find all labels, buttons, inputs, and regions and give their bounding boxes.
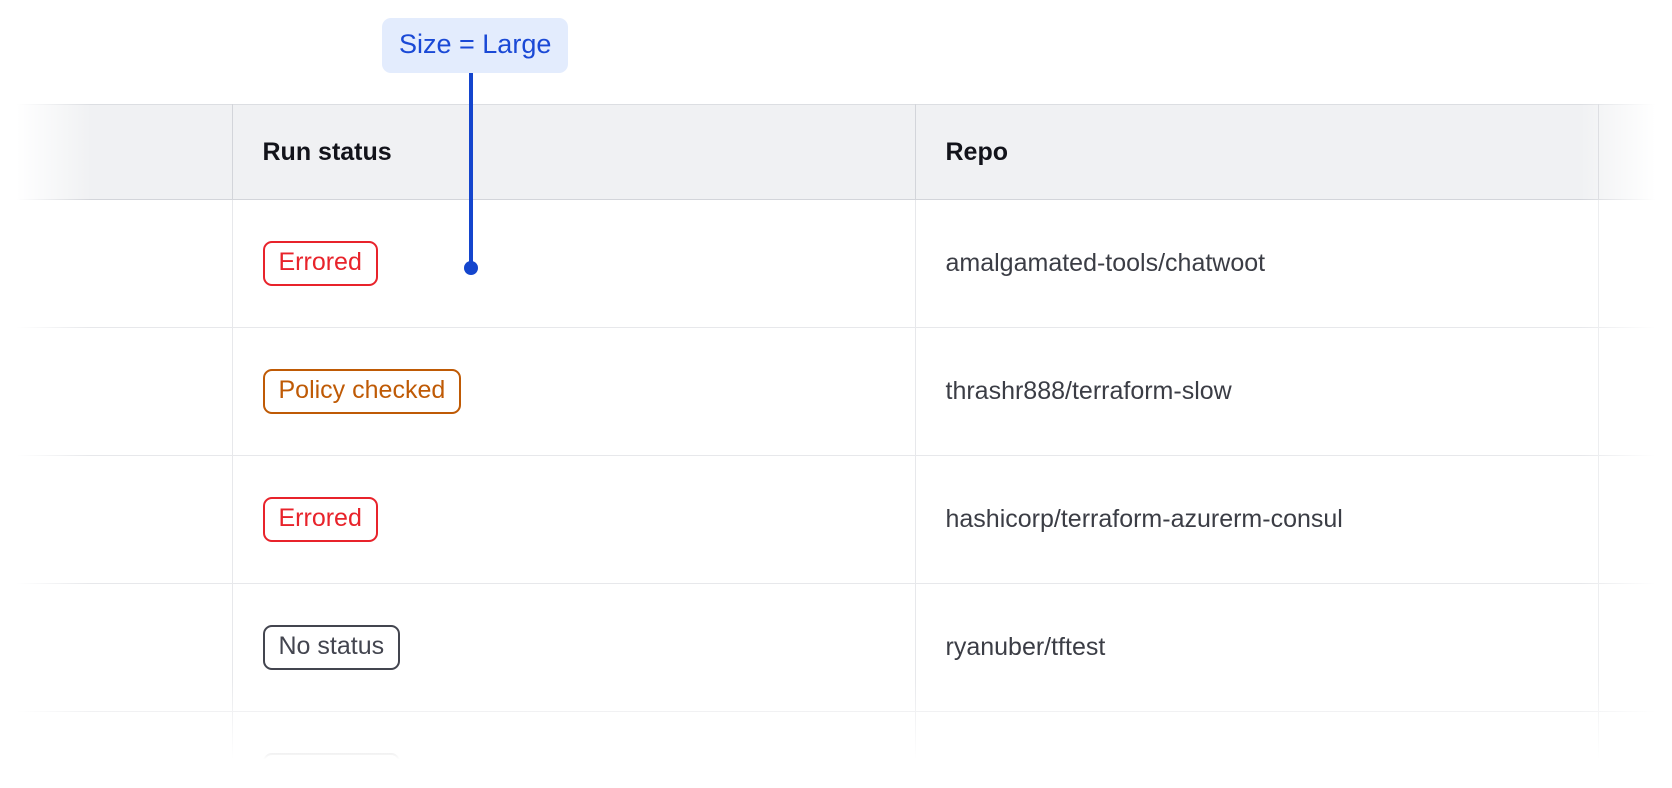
repo-cell[interactable]: ashrajagopal/random_net_generator [915, 711, 1599, 788]
column-header-repo[interactable]: Repo [915, 104, 1599, 200]
table-row[interactable]: Errored amalgamated-tools/chatwoot [0, 199, 1672, 328]
table-row[interactable]: No status ryanuber/tftest [0, 583, 1672, 712]
run-status-cell: No status [232, 583, 916, 712]
repo-cell[interactable]: ryanuber/tftest [915, 583, 1599, 712]
row-tail-cell [1598, 199, 1672, 328]
run-status-cell: Errored [232, 199, 916, 328]
repo-cell[interactable]: amalgamated-tools/chatwoot [915, 199, 1599, 328]
table-header: Run status Repo [0, 104, 1672, 200]
column-header-tail [1598, 104, 1672, 200]
row-spacer-cell [0, 199, 233, 328]
status-badge[interactable]: Errored [262, 497, 378, 542]
runs-table: Run status Repo Errored amalgamated-tools… [0, 104, 1672, 788]
annotation-pointer-dot [464, 261, 478, 275]
annotation-pointer-line [469, 59, 473, 267]
status-badge[interactable]: No status [262, 625, 401, 670]
row-spacer-cell [0, 327, 233, 456]
table-row[interactable]: Policy checked thrashr888/terraform-slow [0, 327, 1672, 456]
row-tail-cell [1598, 455, 1672, 584]
table-row[interactable]: No status ashrajagopal/random_net_generat… [0, 711, 1672, 788]
annotation-callout: Size = Large [382, 18, 569, 73]
status-badge[interactable]: Errored [262, 241, 378, 286]
status-badge[interactable]: Policy checked [262, 369, 462, 414]
column-header-run-status[interactable]: Run status [232, 104, 916, 200]
row-tail-cell [1598, 583, 1672, 712]
row-spacer-cell [0, 711, 233, 788]
status-table-container: Run status Repo Errored amalgamated-tools… [0, 104, 1672, 788]
row-spacer-cell [0, 583, 233, 712]
row-tail-cell [1598, 327, 1672, 456]
table-header-row: Run status Repo [0, 104, 1672, 200]
table-row[interactable]: Errored hashicorp/terraform-azurerm-consu… [0, 455, 1672, 584]
annotation-label: Size = Large [382, 18, 569, 73]
status-badge[interactable]: No status [262, 753, 401, 788]
column-header-spacer [0, 104, 233, 200]
run-status-cell: No status [232, 711, 916, 788]
run-status-cell: Policy checked [232, 327, 916, 456]
repo-cell[interactable]: hashicorp/terraform-azurerm-consul [915, 455, 1599, 584]
run-status-cell: Errored [232, 455, 916, 584]
row-tail-cell [1598, 711, 1672, 788]
row-spacer-cell [0, 455, 233, 584]
repo-cell[interactable]: thrashr888/terraform-slow [915, 327, 1599, 456]
